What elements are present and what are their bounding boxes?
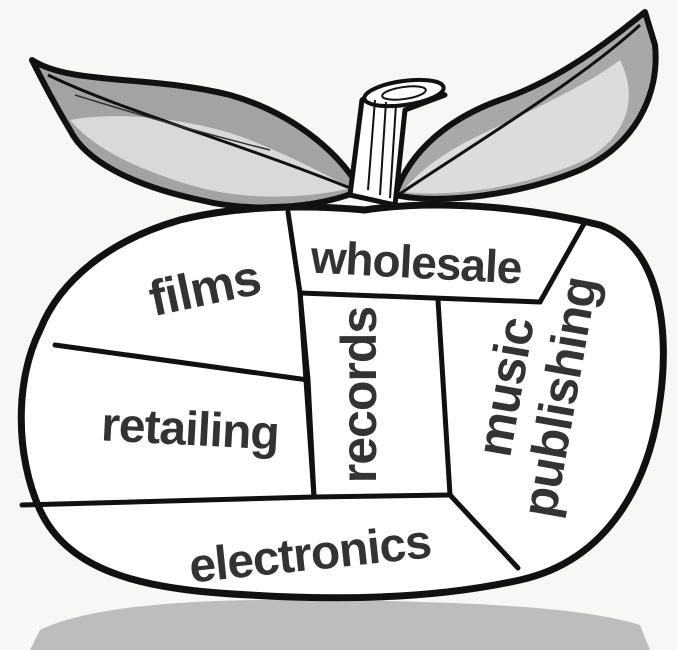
- left-leaf: [32, 60, 360, 207]
- ground-shadow: [30, 600, 650, 650]
- segment-label-retailing: retailing: [100, 398, 280, 460]
- segment-label-records: records: [331, 307, 387, 483]
- right-leaf: [395, 12, 656, 199]
- segment-label-wholesale: wholesale: [309, 230, 524, 293]
